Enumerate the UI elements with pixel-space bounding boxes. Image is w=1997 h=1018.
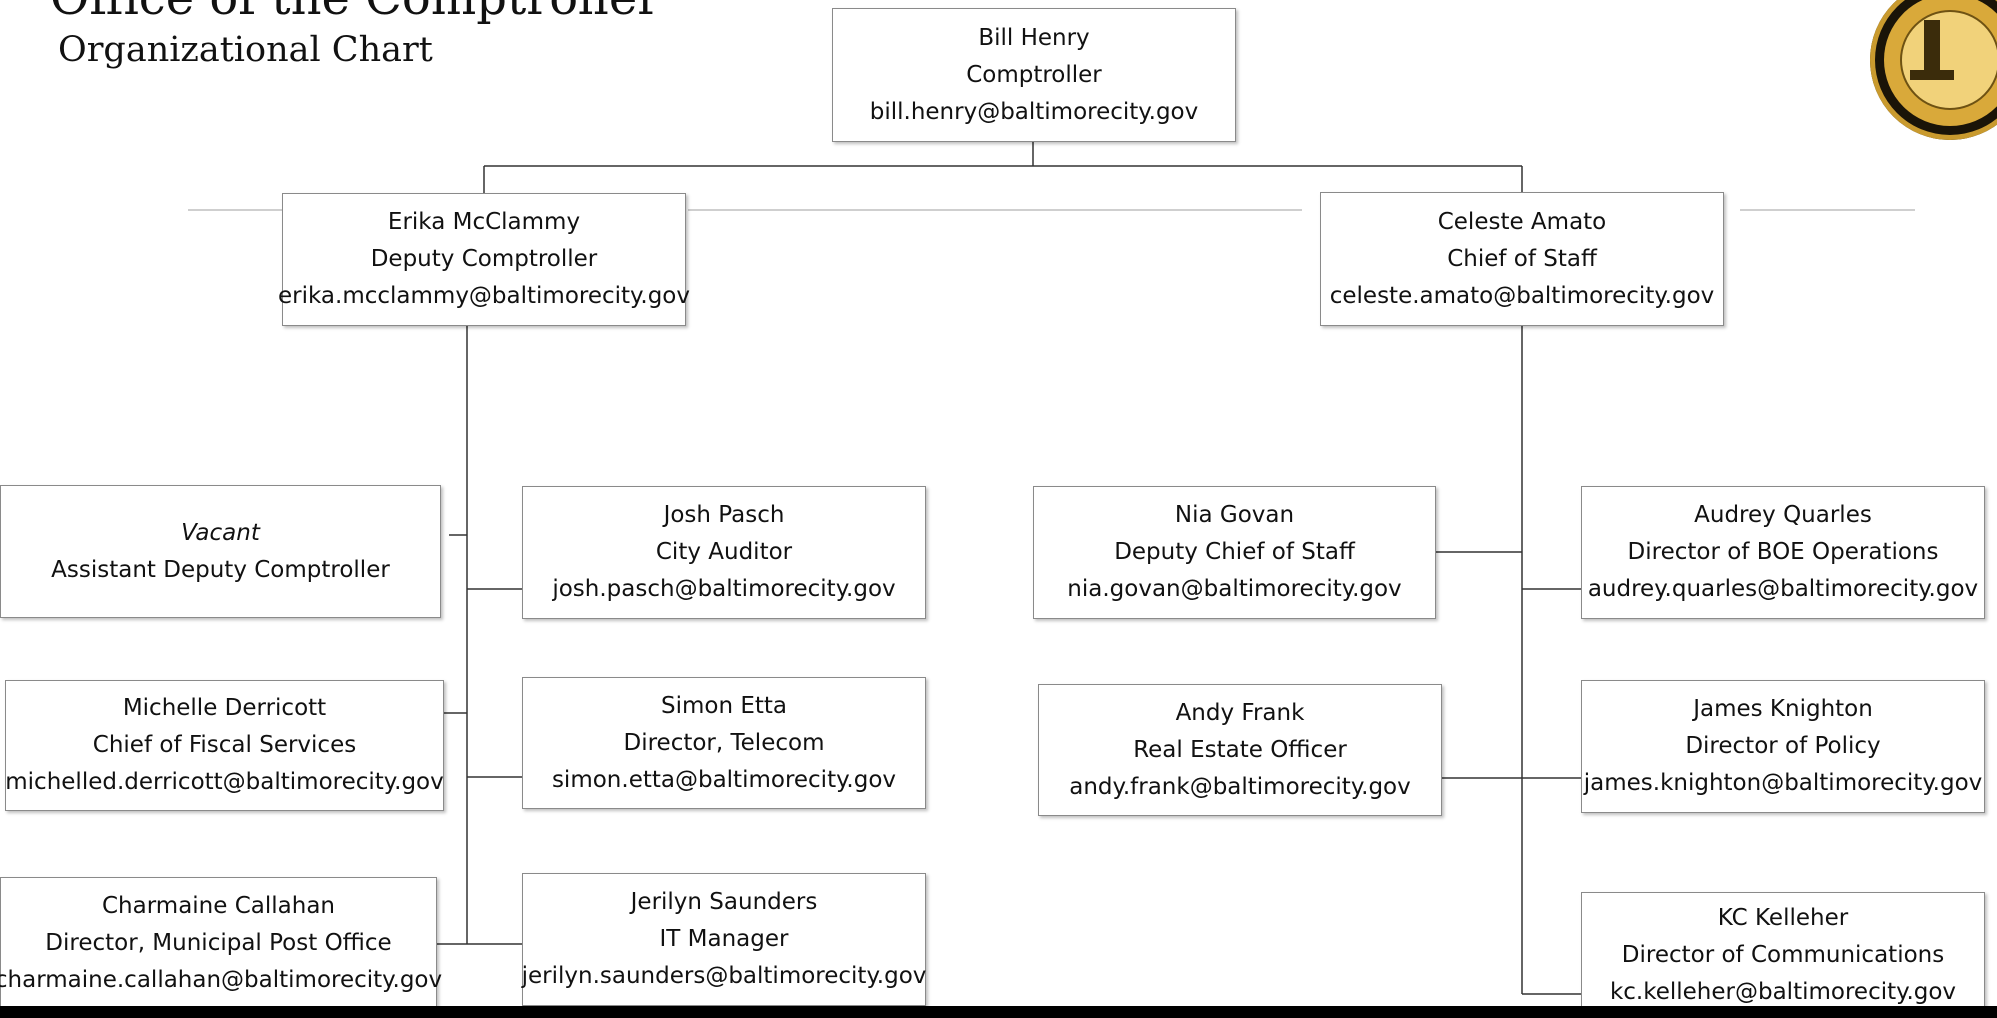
node-name: Jerilyn Saunders (630, 889, 818, 915)
node-comptroller: Bill Henry Comptroller bill.henry@baltim… (832, 8, 1236, 142)
node-name: Bill Henry (978, 24, 1090, 51)
node-title: Deputy Chief of Staff (1114, 539, 1355, 565)
node-name: Erika McClammy (387, 209, 581, 235)
bottom-edge-bar (0, 1006, 1997, 1018)
node-real-estate-officer: Andy Frank Real Estate Officer andy.fran… (1038, 684, 1442, 816)
node-title: Comptroller (966, 61, 1102, 88)
node-name: Charmaine Callahan (102, 892, 335, 919)
node-name: Simon Etta (660, 692, 788, 719)
node-assistant-deputy-comptroller: Vacant Assistant Deputy Comptroller (0, 485, 441, 618)
page-title: Office of the Comptroller (50, 0, 660, 25)
node-email[interactable]: james.knighton@baltimorecity.gov (1583, 770, 1983, 796)
node-title: Chief of Staff (1447, 245, 1597, 272)
node-city-auditor: Josh Pasch City Auditor josh.pasch@balti… (522, 486, 926, 619)
node-name: KC Kelleher (1717, 904, 1849, 931)
node-title: Assistant Deputy Comptroller (51, 556, 390, 583)
node-email[interactable]: celeste.amato@baltimorecity.gov (1329, 282, 1715, 309)
node-director-municipal-post-office: Charmaine Callahan Director, Municipal P… (0, 877, 442, 1009)
node-director-boe-operations: Audrey Quarles Director of BOE Operation… (1581, 486, 1985, 619)
node-director-telecom: Simon Etta Director, Telecom simon.etta@… (522, 677, 926, 809)
comptroller-seal-icon (1870, 0, 1997, 140)
node-email[interactable]: bill.henry@baltimorecity.gov (869, 98, 1199, 125)
node-title: Deputy Comptroller (370, 246, 598, 272)
node-email[interactable]: audrey.quarles@baltimorecity.gov (1587, 576, 1979, 602)
node-email[interactable]: josh.pasch@baltimorecity.gov (552, 576, 896, 602)
node-name: Andy Frank (1175, 699, 1305, 726)
node-title: City Auditor (655, 539, 793, 565)
node-name: James Knighton (1693, 696, 1873, 722)
node-email[interactable]: simon.etta@baltimorecity.gov (551, 766, 897, 793)
node-title: Director of Policy (1685, 733, 1881, 759)
node-name: Audrey Quarles (1694, 502, 1872, 528)
node-title: Real Estate Officer (1133, 736, 1347, 763)
node-name: Michelle Derricott (122, 695, 327, 721)
node-email[interactable]: jerilyn.saunders@baltimorecity.gov (521, 963, 927, 989)
page-subtitle: Organizational Chart (58, 30, 433, 70)
node-deputy-chief-of-staff: Nia Govan Deputy Chief of Staff nia.gova… (1033, 486, 1436, 619)
node-chief-of-fiscal-services: Michelle Derricott Chief of Fiscal Servi… (5, 680, 444, 811)
node-email[interactable]: erika.mcclammy@baltimorecity.gov (278, 283, 690, 309)
node-name: Celeste Amato (1437, 208, 1607, 235)
node-name: Nia Govan (1174, 502, 1295, 528)
node-title: Director of Communications (1621, 941, 1945, 968)
node-email[interactable]: michelled.derricott@baltimorecity.gov (5, 769, 444, 795)
node-title: Chief of Fiscal Services (92, 732, 357, 758)
node-it-manager: Jerilyn Saunders IT Manager jerilyn.saun… (522, 873, 926, 1006)
node-name: Vacant (181, 519, 260, 546)
node-director-of-communications: KC Kelleher Director of Communications k… (1581, 892, 1985, 1018)
node-title: IT Manager (659, 926, 789, 952)
node-title: Director of BOE Operations (1627, 539, 1939, 565)
node-deputy-comptroller: Erika McClammy Deputy Comptroller erika.… (278, 193, 690, 326)
node-chief-of-staff: Celeste Amato Chief of Staff celeste.ama… (1320, 192, 1724, 326)
node-email[interactable]: kc.kelleher@baltimorecity.gov (1609, 978, 1957, 1005)
node-title: Director, Municipal Post Office (45, 929, 392, 956)
node-director-of-policy: James Knighton Director of Policy james.… (1581, 680, 1985, 813)
node-title: Director, Telecom (623, 729, 825, 756)
node-name: Josh Pasch (663, 502, 785, 528)
node-email[interactable]: charmaine.callahan@baltimorecity.gov (0, 966, 443, 993)
node-email[interactable]: andy.frank@baltimorecity.gov (1069, 773, 1411, 800)
node-email[interactable]: nia.govan@baltimorecity.gov (1067, 576, 1402, 602)
